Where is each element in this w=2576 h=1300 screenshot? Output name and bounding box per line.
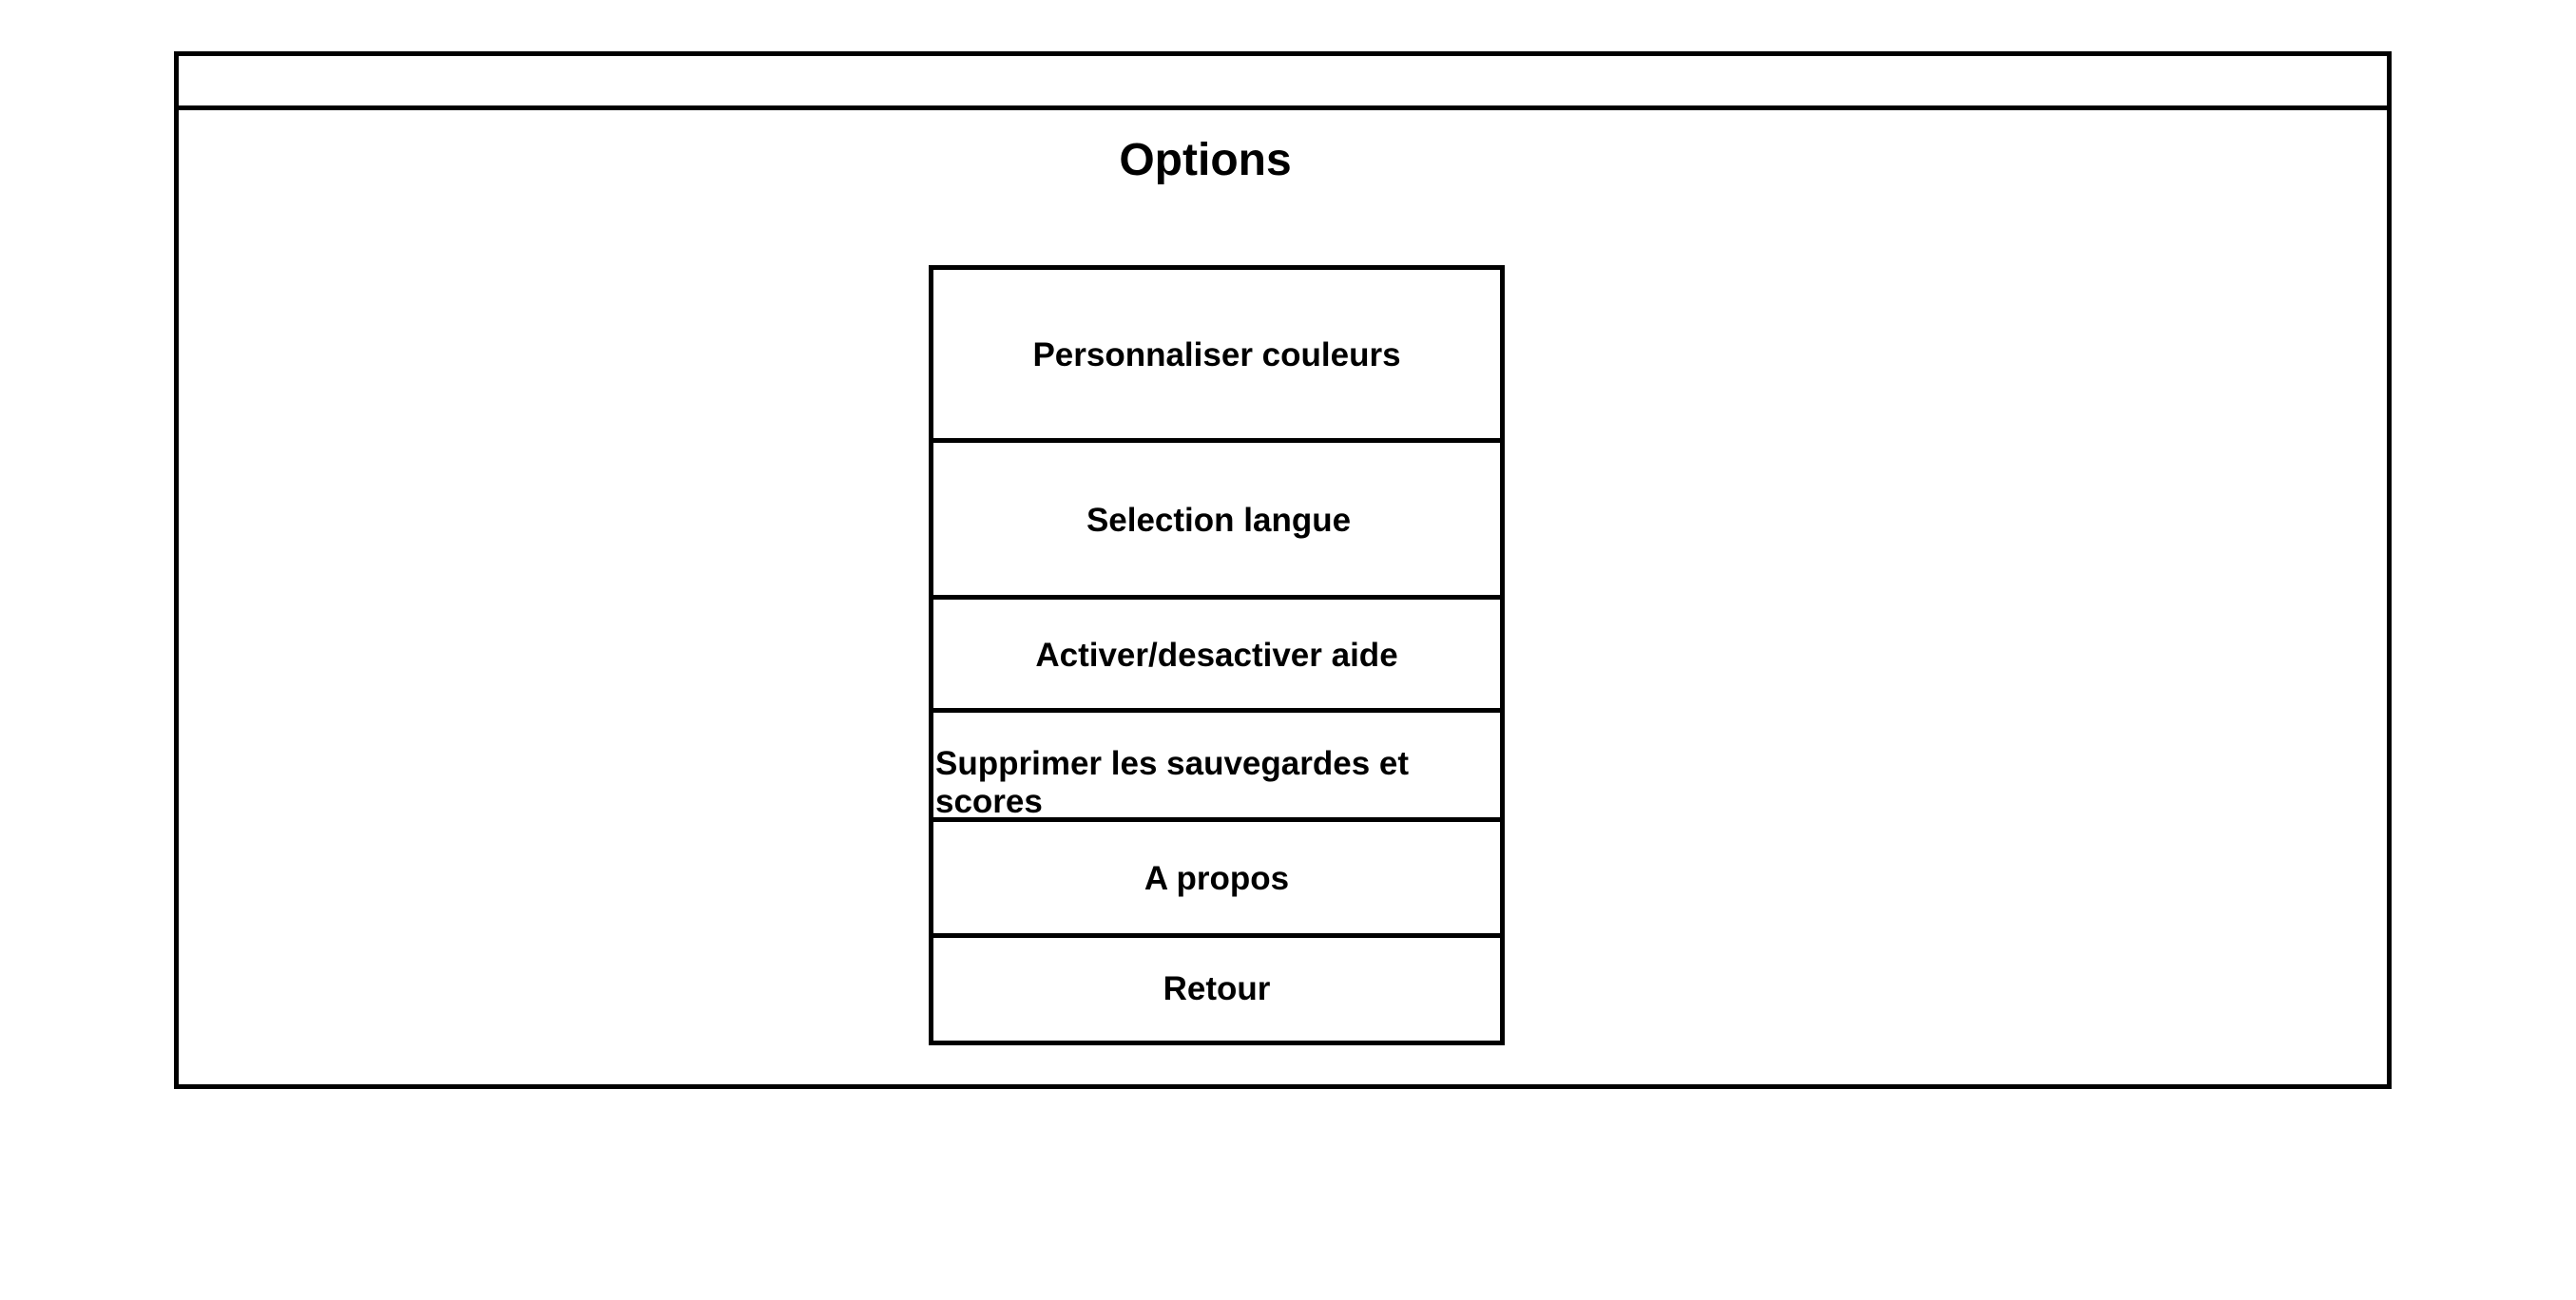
menu-divider: [933, 595, 1500, 600]
delete-saves-scores-button[interactable]: Supprimer les sauvegardes et scores: [933, 745, 1500, 821]
menu-divider: [933, 708, 1500, 713]
back-button[interactable]: Retour: [933, 938, 1500, 1041]
language-selection-button[interactable]: Selection langue: [933, 443, 1500, 598]
about-button[interactable]: A propos: [933, 822, 1500, 935]
options-menu: Personnaliser couleurs Selection langue …: [929, 265, 1505, 1045]
app-window: [174, 51, 2392, 1089]
toggle-help-button[interactable]: Activer/desactiver aide: [933, 600, 1500, 711]
window-titlebar: [179, 56, 2387, 110]
customize-colors-button[interactable]: Personnaliser couleurs: [933, 270, 1500, 441]
menu-divider: [933, 438, 1500, 443]
page-title: Options: [1119, 135, 1292, 185]
menu-divider: [933, 933, 1500, 938]
menu-divider: [933, 817, 1500, 822]
